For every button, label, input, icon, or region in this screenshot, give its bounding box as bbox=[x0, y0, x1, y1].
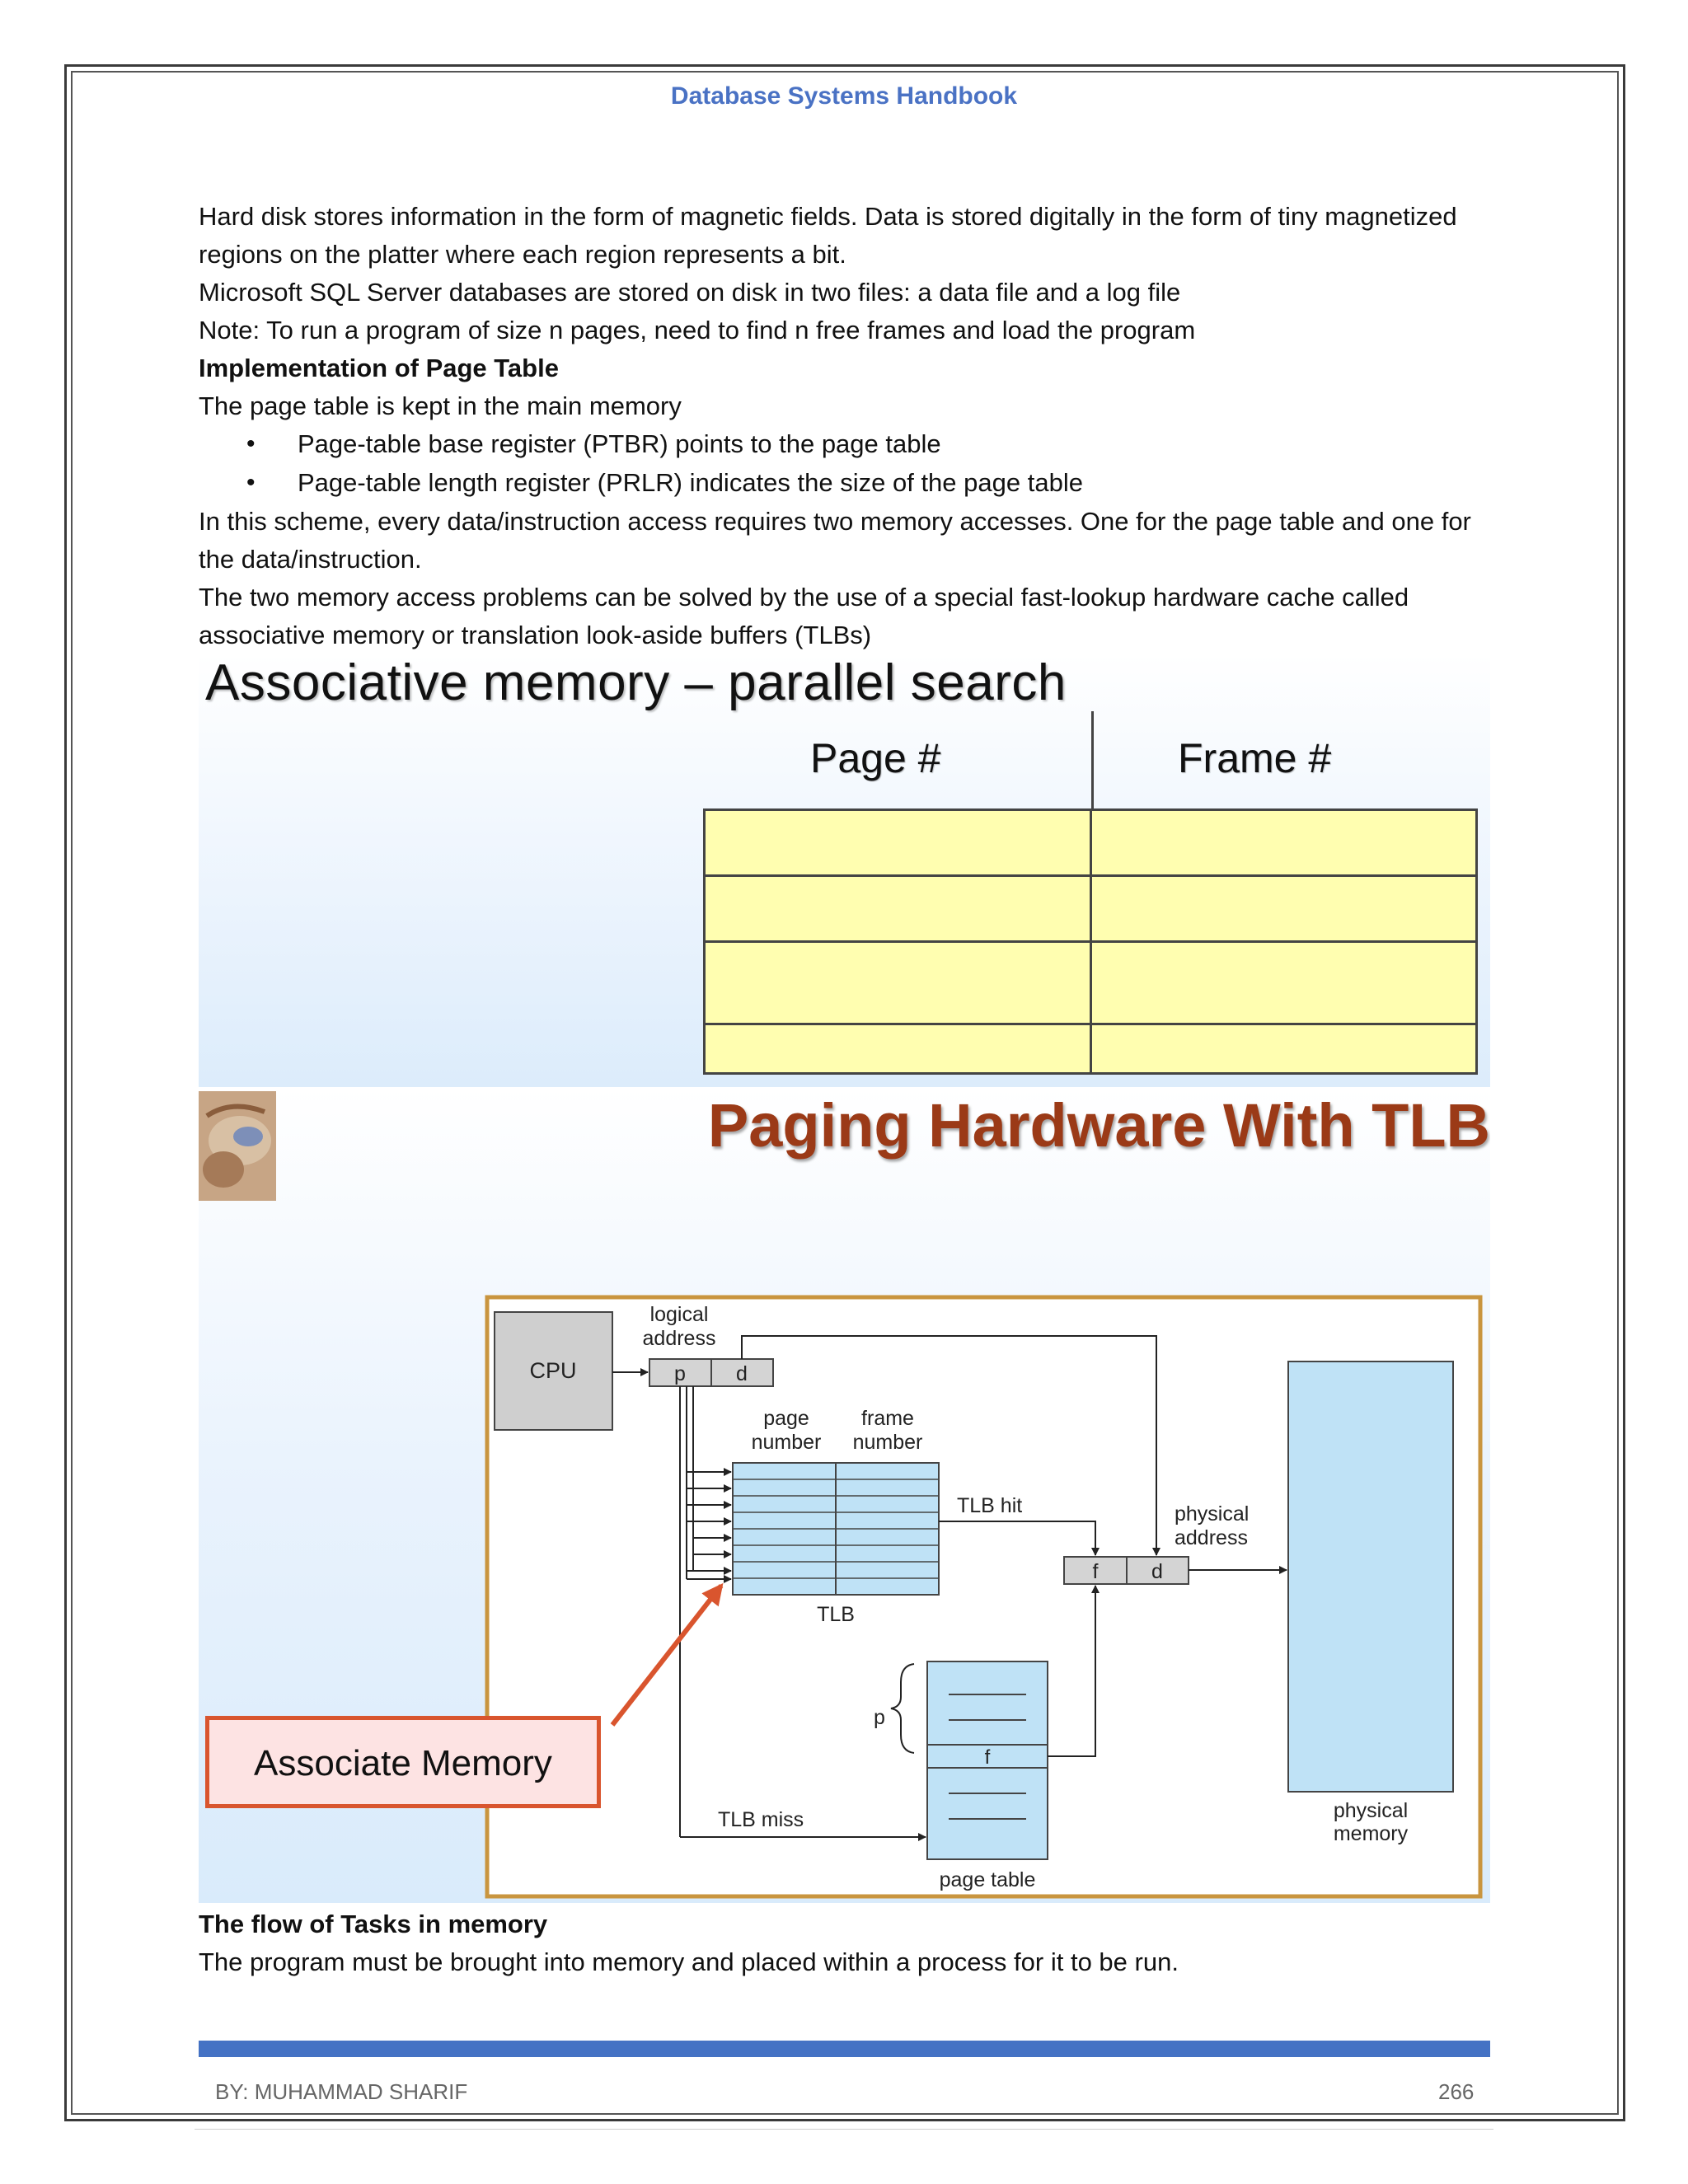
table-cell bbox=[1089, 874, 1478, 943]
logical-d-box bbox=[710, 1358, 774, 1387]
logical-address-label: address bbox=[643, 1327, 716, 1350]
footer-page-number: 266 bbox=[1438, 2079, 1475, 2104]
physical-address-label: physical bbox=[1175, 1502, 1249, 1526]
cpu-box bbox=[494, 1311, 613, 1431]
physical-memory-label: physical bbox=[1334, 1799, 1408, 1822]
physical-memory-label: memory bbox=[1334, 1822, 1409, 1845]
physical-memory-box bbox=[1287, 1361, 1454, 1793]
page-number-label: number bbox=[752, 1431, 822, 1454]
associate-memory-callout: Associate Memory bbox=[205, 1716, 601, 1808]
paging-hardware-slide: Paging Hardware With TLB CPU logical add… bbox=[199, 1087, 1490, 1903]
associative-memory-slide: Associative memory – parallel search Pag… bbox=[199, 654, 1490, 1087]
bullet-text: Page-table length register (PRLR) indica… bbox=[298, 468, 1083, 497]
tlb-search-arrows bbox=[679, 1386, 732, 1837]
associative-memory-table bbox=[703, 808, 1478, 1075]
tlb-diagram: CPU logical address p d page number fram… bbox=[485, 1295, 1483, 1899]
table-cell bbox=[703, 808, 1092, 877]
page-table-label: page table bbox=[940, 1868, 1036, 1891]
bullet-text: Page-table base register (PTBR) points t… bbox=[298, 429, 941, 458]
table-row bbox=[703, 874, 1478, 943]
footer-author: BY: MUHAMMAD SHARIF bbox=[215, 2079, 468, 2104]
cpu-label: CPU bbox=[529, 1358, 576, 1383]
table-row bbox=[703, 808, 1478, 877]
bullet-icon: • bbox=[246, 430, 256, 457]
page-number-label: page bbox=[763, 1407, 809, 1430]
paragraph-line: associative memory or translation look-a… bbox=[199, 621, 872, 649]
bullet-item: • Page-table base register (PTBR) points… bbox=[199, 425, 1501, 464]
page-border-outer bbox=[64, 64, 1625, 2121]
table-cell bbox=[703, 874, 1092, 943]
table-row bbox=[703, 940, 1478, 1025]
tlb-hit-line bbox=[939, 1521, 1100, 1556]
page-table-frame-line bbox=[1048, 1585, 1100, 1757]
f-label: f bbox=[1093, 1560, 1099, 1583]
d-label: d bbox=[1151, 1560, 1163, 1583]
table-cell bbox=[1089, 940, 1478, 1025]
table-row bbox=[703, 1023, 1478, 1075]
frame-column-header: Frame # bbox=[1178, 735, 1332, 781]
frame-number-label: number bbox=[853, 1431, 923, 1454]
offset-line bbox=[741, 1335, 1160, 1556]
paragraph-line: the data/instruction. bbox=[199, 545, 422, 574]
p-label: p bbox=[674, 1362, 686, 1385]
slide-title: Associative memory – parallel search bbox=[205, 654, 1067, 711]
table-cell bbox=[703, 940, 1092, 1025]
callout-arrow bbox=[610, 1582, 724, 1727]
body-text-bottom: The flow of Tasks in memory The program … bbox=[199, 1905, 1501, 1981]
page-table-brace bbox=[890, 1663, 915, 1754]
paragraph-line: The program must be brought into memory … bbox=[199, 1947, 1179, 1976]
column-divider bbox=[1091, 711, 1094, 810]
footer-bar bbox=[199, 2041, 1490, 2057]
bullet-icon: • bbox=[246, 469, 256, 496]
table-cell bbox=[1089, 808, 1478, 877]
paragraph-line: The two memory access problems can be so… bbox=[199, 583, 1409, 612]
slide-title: Paging Hardware With TLB bbox=[707, 1091, 1490, 1160]
tlb-box bbox=[732, 1462, 940, 1596]
callout-text: Associate Memory bbox=[254, 1743, 552, 1783]
page-border-inner bbox=[71, 71, 1619, 2115]
logical-address-label: logical bbox=[650, 1303, 709, 1326]
tlb-hit-label: TLB hit bbox=[957, 1494, 1022, 1517]
table-cell bbox=[703, 1023, 1092, 1075]
slide-thumbnail-image bbox=[199, 1091, 276, 1201]
physical-address-label: address bbox=[1175, 1526, 1248, 1549]
body-text-top: Hard disk stores information in the form… bbox=[199, 198, 1501, 654]
paragraph-line: In this scheme, every data/instruction a… bbox=[199, 507, 1471, 536]
paragraph-line: regions on the platter where each region… bbox=[199, 240, 846, 269]
paragraph-line: Note: To run a program of size n pages, … bbox=[199, 316, 1196, 344]
tlb-miss-label: TLB miss bbox=[718, 1808, 804, 1831]
table-cell bbox=[1089, 1023, 1478, 1075]
section-heading: The flow of Tasks in memory bbox=[199, 1910, 548, 1938]
tlb-label: TLB bbox=[817, 1603, 855, 1626]
frame-number-label: frame bbox=[861, 1407, 914, 1430]
bullet-item: • Page-table length register (PRLR) indi… bbox=[199, 464, 1501, 503]
paragraph-line: The page table is kept in the main memor… bbox=[199, 391, 682, 420]
footer-rule bbox=[195, 2129, 1493, 2130]
d-label: d bbox=[736, 1362, 748, 1385]
paragraph-line: Hard disk stores information in the form… bbox=[199, 202, 1457, 231]
physical-d-box bbox=[1126, 1556, 1189, 1585]
page-header-title: Database Systems Handbook bbox=[670, 82, 1018, 110]
page-table-box bbox=[926, 1661, 1048, 1860]
section-heading: Implementation of Page Table bbox=[199, 354, 559, 382]
page-table-f-label: f bbox=[985, 1746, 991, 1769]
paragraph-line: Microsoft SQL Server databases are store… bbox=[199, 278, 1181, 307]
page-column-header: Page # bbox=[810, 735, 941, 781]
page-table-p-label: p bbox=[874, 1706, 885, 1729]
